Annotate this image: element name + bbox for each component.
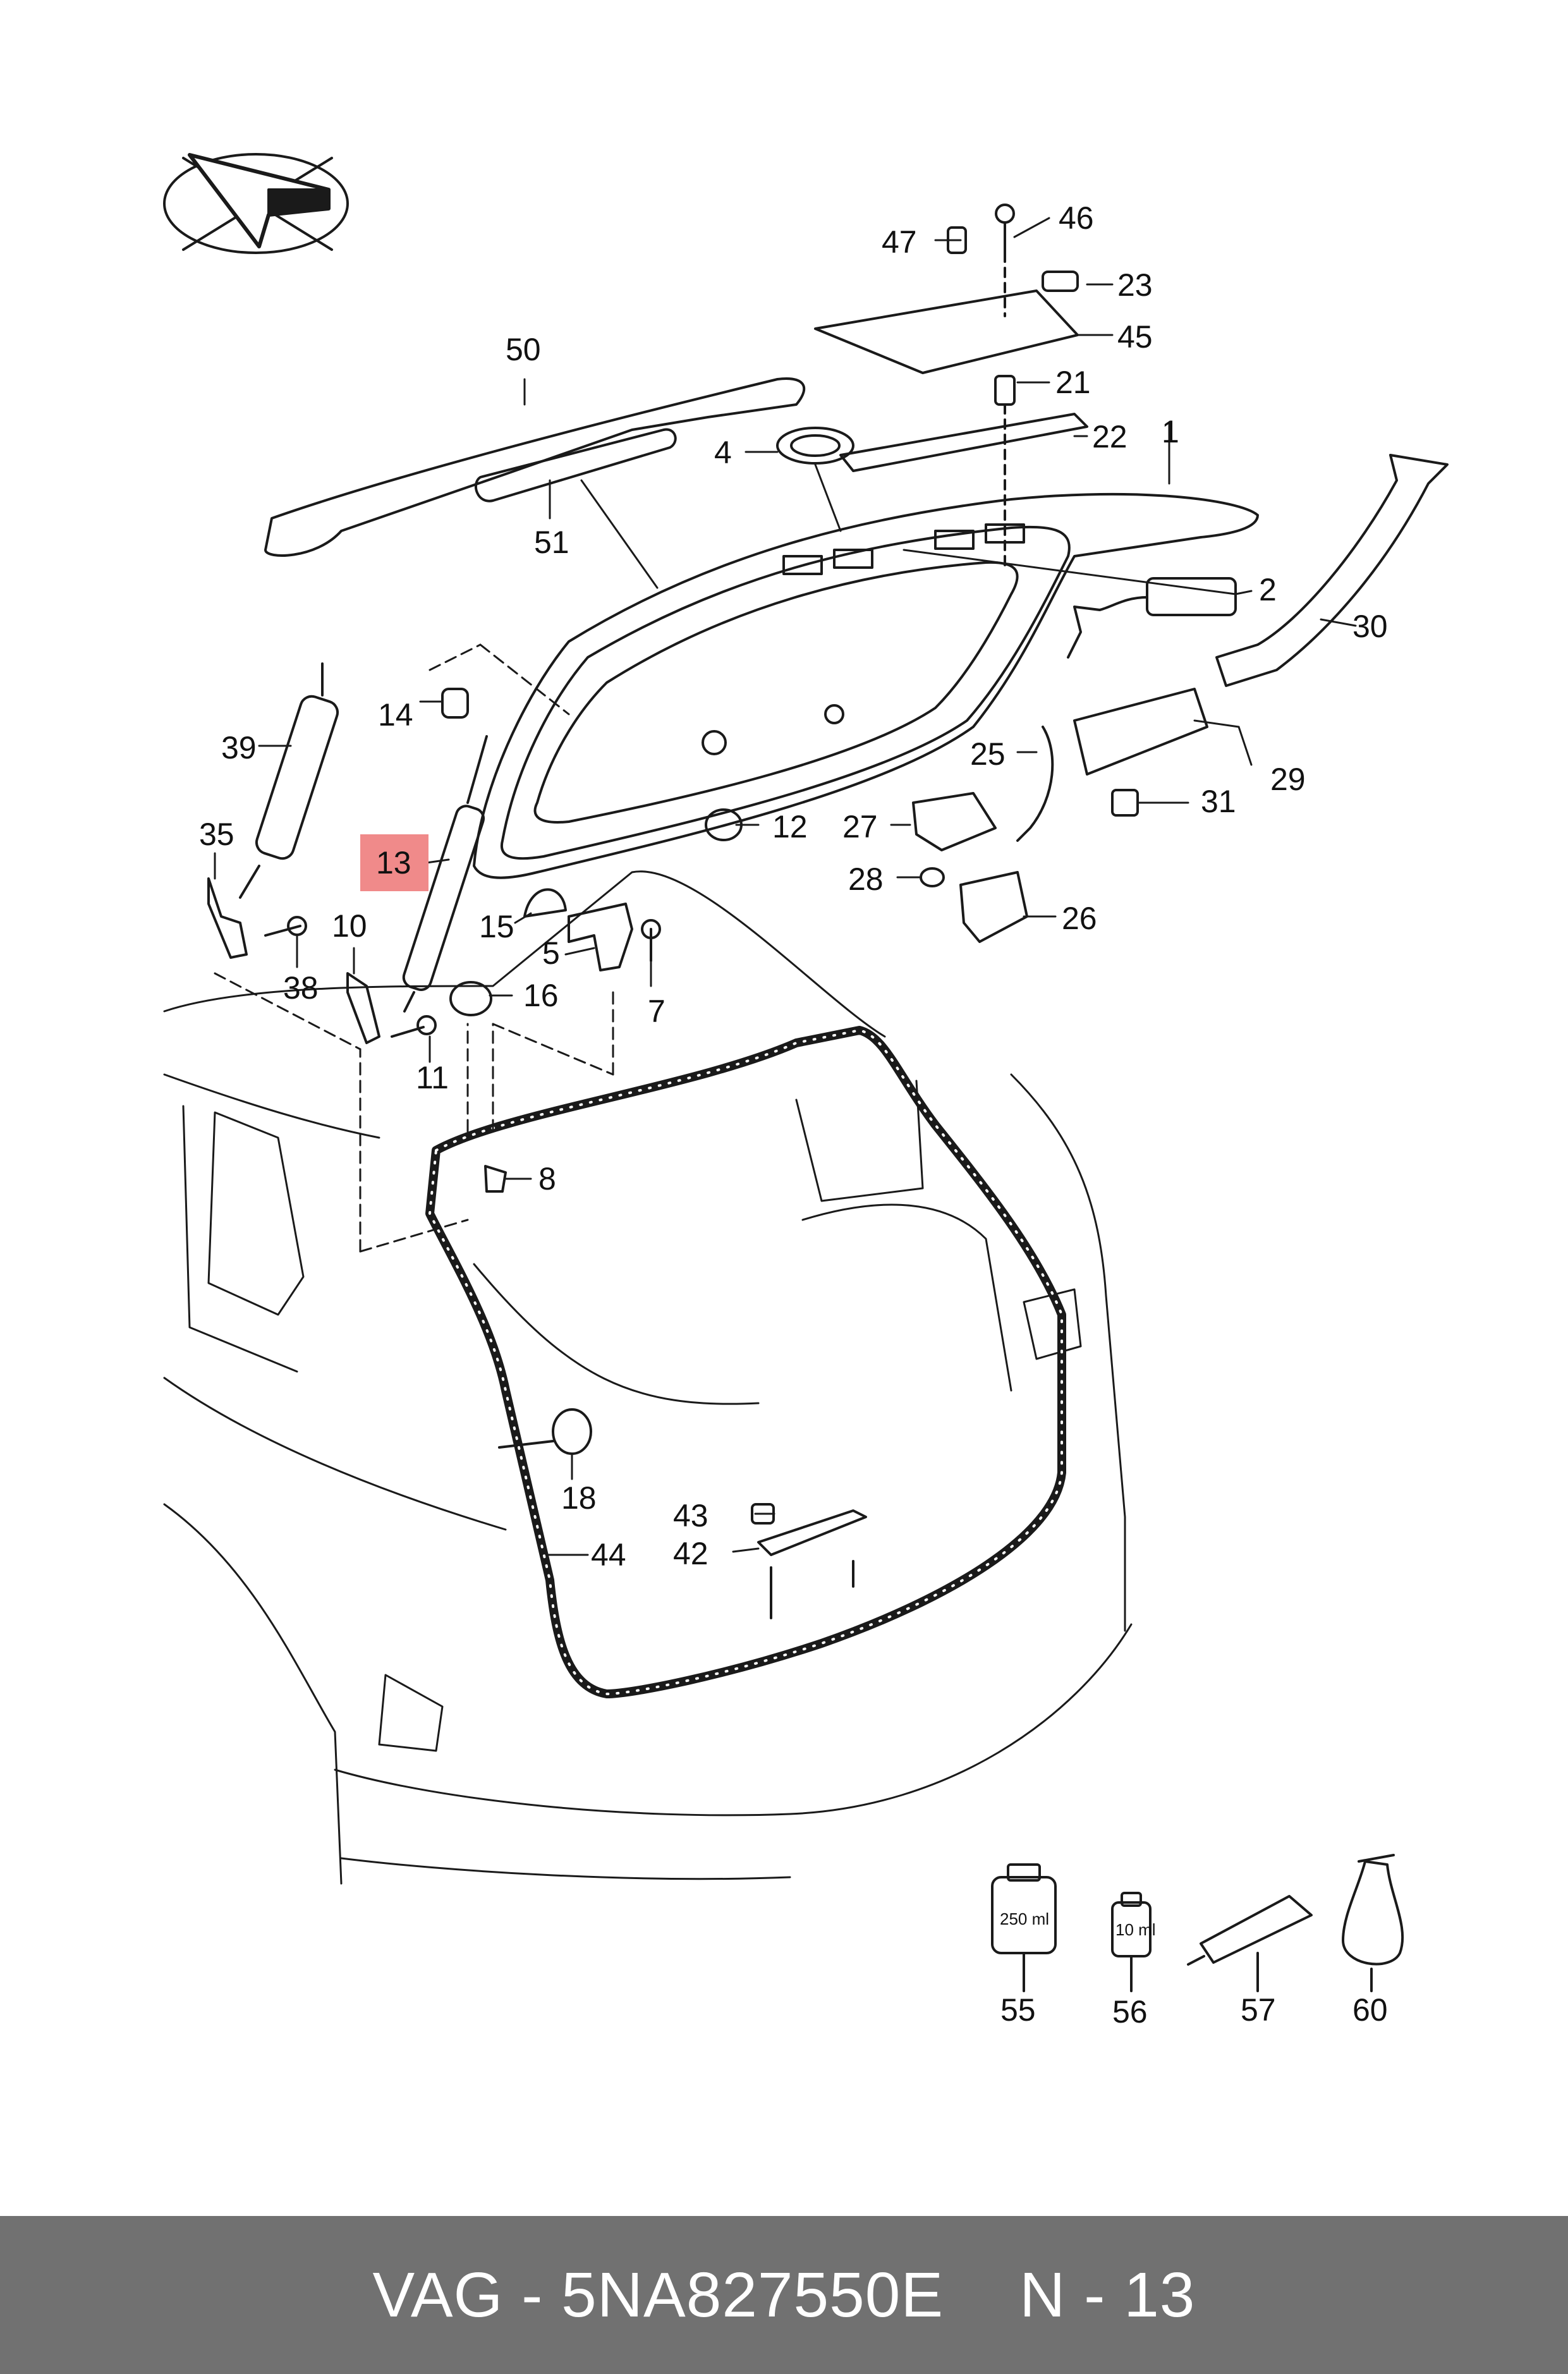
callout-23: 23 bbox=[1117, 267, 1153, 303]
emblem bbox=[776, 427, 854, 465]
switch-31 bbox=[1111, 789, 1139, 817]
bottle-10ml bbox=[1111, 1892, 1152, 1992]
callout-57: 57 bbox=[1241, 1992, 1276, 2028]
callout-13: 13 bbox=[376, 845, 411, 880]
bottle-small-label: 10 ml bbox=[1115, 1920, 1156, 1939]
callouts: 50 51 4 47 46 23 45 21 22 1 2 30 29 25 3… bbox=[199, 200, 1388, 2030]
callout-26: 26 bbox=[1062, 901, 1097, 936]
callout-27: 27 bbox=[842, 809, 878, 844]
callout-60: 60 bbox=[1352, 1992, 1388, 2028]
clip-23 bbox=[1042, 271, 1079, 292]
gas-strut-13 bbox=[402, 735, 488, 1013]
callout-45: 45 bbox=[1117, 319, 1153, 355]
part-reference: VAG - 5NA827550E bbox=[372, 2259, 944, 2330]
callout-38: 38 bbox=[283, 970, 319, 1006]
buffer-28 bbox=[920, 867, 945, 887]
direction-arrow-icon bbox=[163, 153, 349, 254]
footer-bar: VAG - 5NA827550E N - 13 bbox=[0, 2216, 1568, 2374]
seal-strip bbox=[839, 413, 1088, 472]
callout-47: 47 bbox=[882, 224, 917, 260]
callout-29: 29 bbox=[1270, 762, 1306, 797]
leader-lines bbox=[214, 217, 1357, 1556]
callout-55: 55 bbox=[1000, 1992, 1036, 2028]
drawstring-bag bbox=[1342, 1854, 1404, 1992]
callout-25: 25 bbox=[970, 736, 1006, 772]
page-reference: N - 13 bbox=[1019, 2259, 1196, 2330]
cap-16 bbox=[449, 981, 492, 1016]
brake-light bbox=[474, 428, 677, 502]
callout-43: 43 bbox=[673, 1498, 708, 1533]
callout-7: 7 bbox=[648, 994, 665, 1029]
callout-11: 11 bbox=[416, 1060, 449, 1095]
striker-plate bbox=[757, 1509, 867, 1556]
callout-28: 28 bbox=[848, 861, 884, 897]
rear-spoiler bbox=[264, 377, 806, 557]
clip-21 bbox=[994, 375, 1016, 406]
callout-46: 46 bbox=[1059, 200, 1094, 236]
callout-1: 1 bbox=[1162, 414, 1179, 449]
callout-50: 50 bbox=[506, 332, 541, 367]
callout-12: 12 bbox=[772, 809, 808, 844]
callout-51: 51 bbox=[534, 525, 569, 560]
hinge-5 bbox=[568, 903, 633, 971]
callout-31: 31 bbox=[1201, 784, 1236, 819]
ball-stud-14 bbox=[441, 688, 469, 719]
callout-35: 35 bbox=[199, 817, 234, 852]
callout-10: 10 bbox=[332, 908, 367, 944]
callout-30: 30 bbox=[1352, 609, 1388, 644]
callout-2: 2 bbox=[1259, 572, 1277, 607]
callout-42: 42 bbox=[673, 1536, 708, 1571]
callout-8: 8 bbox=[538, 1161, 556, 1196]
door-seal bbox=[425, 1026, 1066, 1698]
clip-8 bbox=[484, 1165, 507, 1193]
callout-16: 16 bbox=[523, 978, 559, 1013]
buffer-15 bbox=[523, 888, 567, 918]
gas-strut-39 bbox=[239, 662, 339, 899]
parts-diagram: 250 ml 10 ml 50 51 4 47 46 23 45 21 22 1… bbox=[163, 153, 1449, 2030]
grease-tube bbox=[1187, 1895, 1313, 1992]
lock-latch bbox=[912, 792, 997, 851]
bolt-46 bbox=[995, 204, 1015, 224]
cover-plate bbox=[814, 289, 1079, 374]
bottle-large-label: 250 ml bbox=[1000, 1909, 1049, 1928]
callout-56: 56 bbox=[1112, 1994, 1148, 2030]
cable bbox=[1016, 726, 1054, 842]
callout-21: 21 bbox=[1055, 365, 1091, 400]
callout-22: 22 bbox=[1092, 419, 1127, 454]
buffer-18 bbox=[552, 1408, 592, 1455]
car-body bbox=[163, 870, 1133, 1885]
callout-44: 44 bbox=[591, 1537, 626, 1573]
oil-bottle-250ml bbox=[991, 1863, 1057, 1992]
hinge-10 bbox=[346, 972, 380, 1044]
callout-15: 15 bbox=[479, 909, 514, 944]
hinge-35 bbox=[207, 877, 248, 959]
bolt-38 bbox=[264, 925, 301, 937]
lock-motor bbox=[1073, 688, 1208, 776]
callout-39: 39 bbox=[221, 730, 257, 765]
callout-14: 14 bbox=[378, 697, 413, 733]
tailgate bbox=[473, 492, 1259, 879]
callout-4: 4 bbox=[714, 435, 732, 470]
callout-5: 5 bbox=[542, 935, 560, 971]
trim-strip bbox=[1215, 454, 1449, 687]
striker bbox=[959, 871, 1028, 943]
callout-18: 18 bbox=[561, 1480, 597, 1516]
highlight-box bbox=[360, 834, 428, 891]
